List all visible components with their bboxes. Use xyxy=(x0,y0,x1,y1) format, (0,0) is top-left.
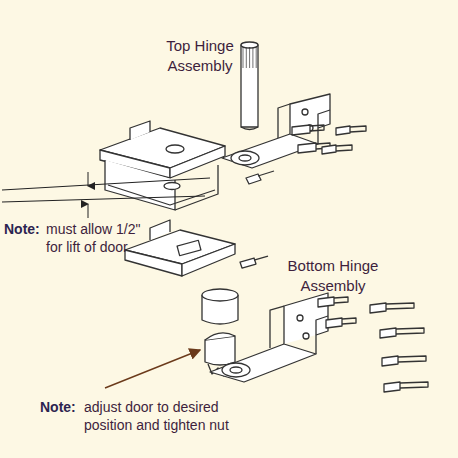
door-bracket xyxy=(100,121,225,210)
assembly-title: Bottom Hinge Assembly xyxy=(274,256,392,295)
jamb-bracket xyxy=(222,94,330,168)
note-heading: Note: xyxy=(4,220,48,238)
dimension-lines xyxy=(2,172,210,218)
door-bracket xyxy=(125,220,268,276)
hinge-pin xyxy=(241,42,258,130)
jamb-bracket xyxy=(210,293,328,382)
leader-arrow xyxy=(105,350,200,388)
screws xyxy=(318,297,428,392)
note-heading: Note: xyxy=(40,398,84,416)
note-text: adjust door to desired position and tigh… xyxy=(84,398,264,434)
note-text: must allow 1/2" for lift of door xyxy=(46,220,158,256)
assembly-title: Top Hinge Assembly xyxy=(152,36,248,75)
screws xyxy=(246,125,366,184)
